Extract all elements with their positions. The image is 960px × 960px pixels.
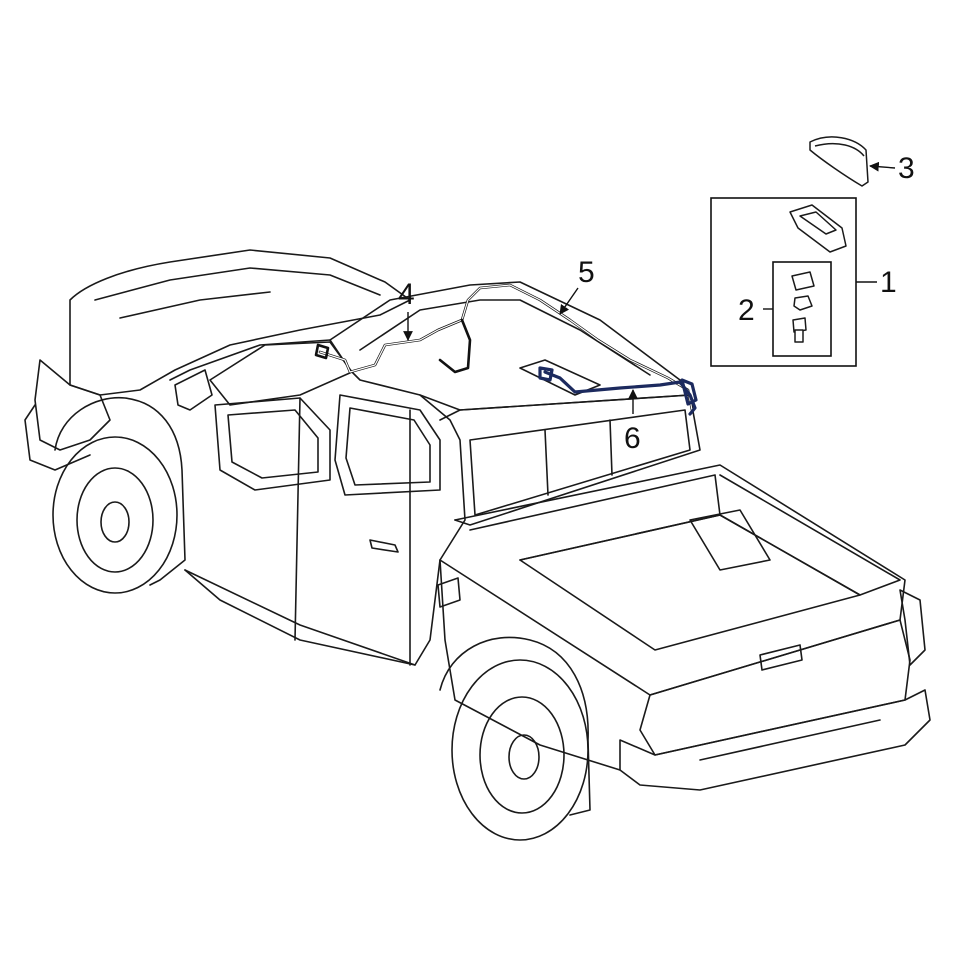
rear-window-divider-2 xyxy=(609,419,613,476)
harness-4-inner xyxy=(319,284,693,411)
harness-6-connector-left xyxy=(538,366,554,382)
rear-fender xyxy=(439,636,591,816)
front-rim xyxy=(76,467,154,573)
bed-wheel-hump xyxy=(689,509,771,571)
rear-door-window-inner xyxy=(345,407,431,486)
harness-4-branch xyxy=(438,318,472,374)
tailgate-handle xyxy=(759,644,803,671)
rear-rim xyxy=(479,696,565,814)
cab-body xyxy=(169,339,466,666)
roof-sunroof xyxy=(519,359,601,396)
wire-harness-front xyxy=(314,283,694,412)
front-door-window-inner xyxy=(227,409,319,479)
callout-4: 4 xyxy=(398,278,415,311)
hood-crease xyxy=(119,291,271,319)
door-handle-front xyxy=(369,539,399,553)
side-mirror xyxy=(174,369,213,411)
rear-tire xyxy=(451,659,589,841)
bed-outer xyxy=(439,464,906,696)
roof-inner xyxy=(359,299,651,376)
front-tire xyxy=(52,436,178,594)
rear-door-window xyxy=(334,394,441,496)
clip-icon xyxy=(791,271,815,311)
callout-2: 2 xyxy=(738,294,755,327)
taillight xyxy=(899,589,926,666)
rear-window-divider-1 xyxy=(544,429,549,496)
harness-6-connector-right xyxy=(680,378,698,406)
front-fender xyxy=(54,396,186,586)
front-fascia xyxy=(34,359,111,451)
harness-6-path xyxy=(543,370,697,416)
rocker-panel xyxy=(184,569,416,666)
tailgate xyxy=(639,619,911,756)
antenna-base-icon xyxy=(789,204,847,253)
rear-cab-wall xyxy=(439,394,701,526)
cab-roof xyxy=(329,281,691,411)
callout-1: 1 xyxy=(880,266,897,299)
bolt-icon xyxy=(792,317,807,343)
rear-window xyxy=(469,409,691,516)
hood-line xyxy=(94,267,381,301)
rear-bumper-step xyxy=(699,719,881,761)
shark-fin-antenna-icon xyxy=(809,136,869,187)
rear-bumper xyxy=(619,689,931,791)
bed-inner-floor xyxy=(519,514,861,651)
bed-front-wall xyxy=(469,474,721,561)
leader-3 xyxy=(869,161,896,172)
fuel-door xyxy=(437,577,461,608)
harness-4-connector xyxy=(314,343,330,360)
pickup-truck-illustration xyxy=(24,249,931,841)
callout-5: 5 xyxy=(578,256,595,289)
door-seam-front xyxy=(294,397,301,641)
callout-6: 6 xyxy=(624,422,641,455)
rear-hub xyxy=(508,734,540,780)
callout-3: 3 xyxy=(898,152,915,185)
windshield xyxy=(209,341,353,406)
leader-5 xyxy=(559,287,579,315)
front-hub xyxy=(100,501,130,543)
bed-side-lower xyxy=(439,559,621,771)
bed-side-wall xyxy=(719,474,901,596)
wire-harness-rear xyxy=(538,366,698,416)
hood-outline xyxy=(69,249,411,396)
